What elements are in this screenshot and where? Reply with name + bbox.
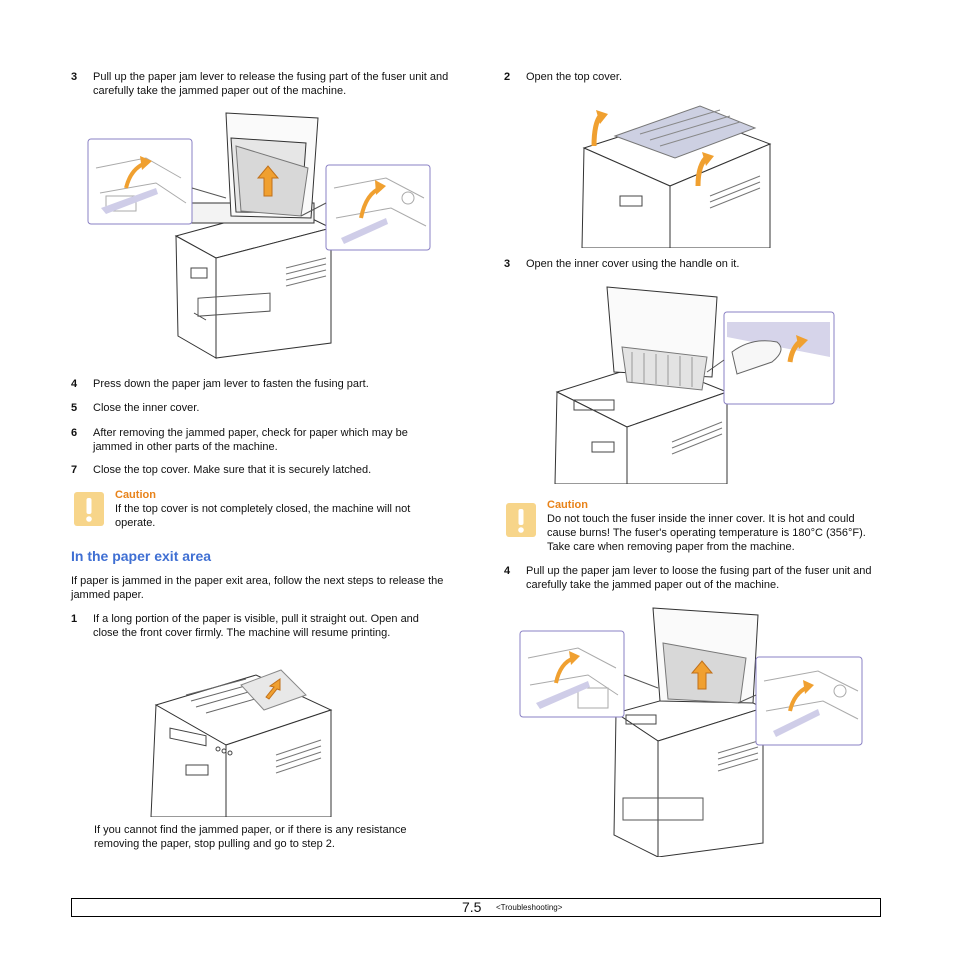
step-number: 6 bbox=[71, 427, 78, 439]
step-number: 3 bbox=[504, 258, 511, 270]
step-text: Press down the paper jam lever to fasten… bbox=[93, 378, 369, 390]
step-text: If a long portion of the paper is visibl… bbox=[93, 613, 419, 639]
caution-icon bbox=[506, 503, 536, 537]
section-intro: If paper is jammed in the paper exit are… bbox=[71, 575, 444, 601]
step-number: 7 bbox=[71, 464, 78, 476]
step-text: Close the inner cover. bbox=[93, 402, 200, 414]
page-number: 7.5 bbox=[462, 899, 481, 916]
step-number: 2 bbox=[504, 71, 511, 83]
page-footer: 7.5 <Troubleshooting> bbox=[71, 898, 881, 917]
figure-fuser-lever-loosen bbox=[519, 607, 863, 857]
page-number-sub: .5 bbox=[469, 899, 482, 915]
caution-title: Caution bbox=[115, 489, 156, 501]
figure-open-inner-cover bbox=[554, 286, 835, 484]
step-number: 3 bbox=[71, 71, 78, 83]
step-text: Pull up the paper jam lever to release t… bbox=[93, 71, 449, 97]
caution-text: If the top cover is not completely close… bbox=[115, 503, 411, 529]
step-text: After removing the jammed paper, check f… bbox=[93, 427, 408, 453]
caution-text: Do not touch the fuser inside the inner … bbox=[547, 513, 866, 553]
page-number-main: 7 bbox=[462, 899, 470, 915]
step-number: 1 bbox=[71, 613, 78, 625]
step-text: Pull up the paper jam lever to loose the… bbox=[526, 565, 872, 591]
caution-title: Caution bbox=[547, 499, 588, 511]
footer-section: <Troubleshooting> bbox=[496, 903, 563, 912]
caution-icon bbox=[74, 492, 104, 526]
step-number: 4 bbox=[504, 565, 511, 577]
step-number: 4 bbox=[71, 378, 78, 390]
step-text: Open the top cover. bbox=[526, 71, 623, 83]
section-heading: In the paper exit area bbox=[71, 548, 212, 564]
figure-open-top-cover bbox=[581, 105, 772, 248]
step-text: Close the top cover. Make sure that it i… bbox=[93, 464, 372, 476]
figure-paper-exit bbox=[150, 669, 333, 817]
after-note: If you cannot find the jammed paper, or … bbox=[94, 824, 407, 850]
step-number: 5 bbox=[71, 402, 78, 414]
step-text: Open the inner cover using the handle on… bbox=[526, 258, 740, 270]
figure-fuser-lever-release bbox=[87, 112, 431, 359]
